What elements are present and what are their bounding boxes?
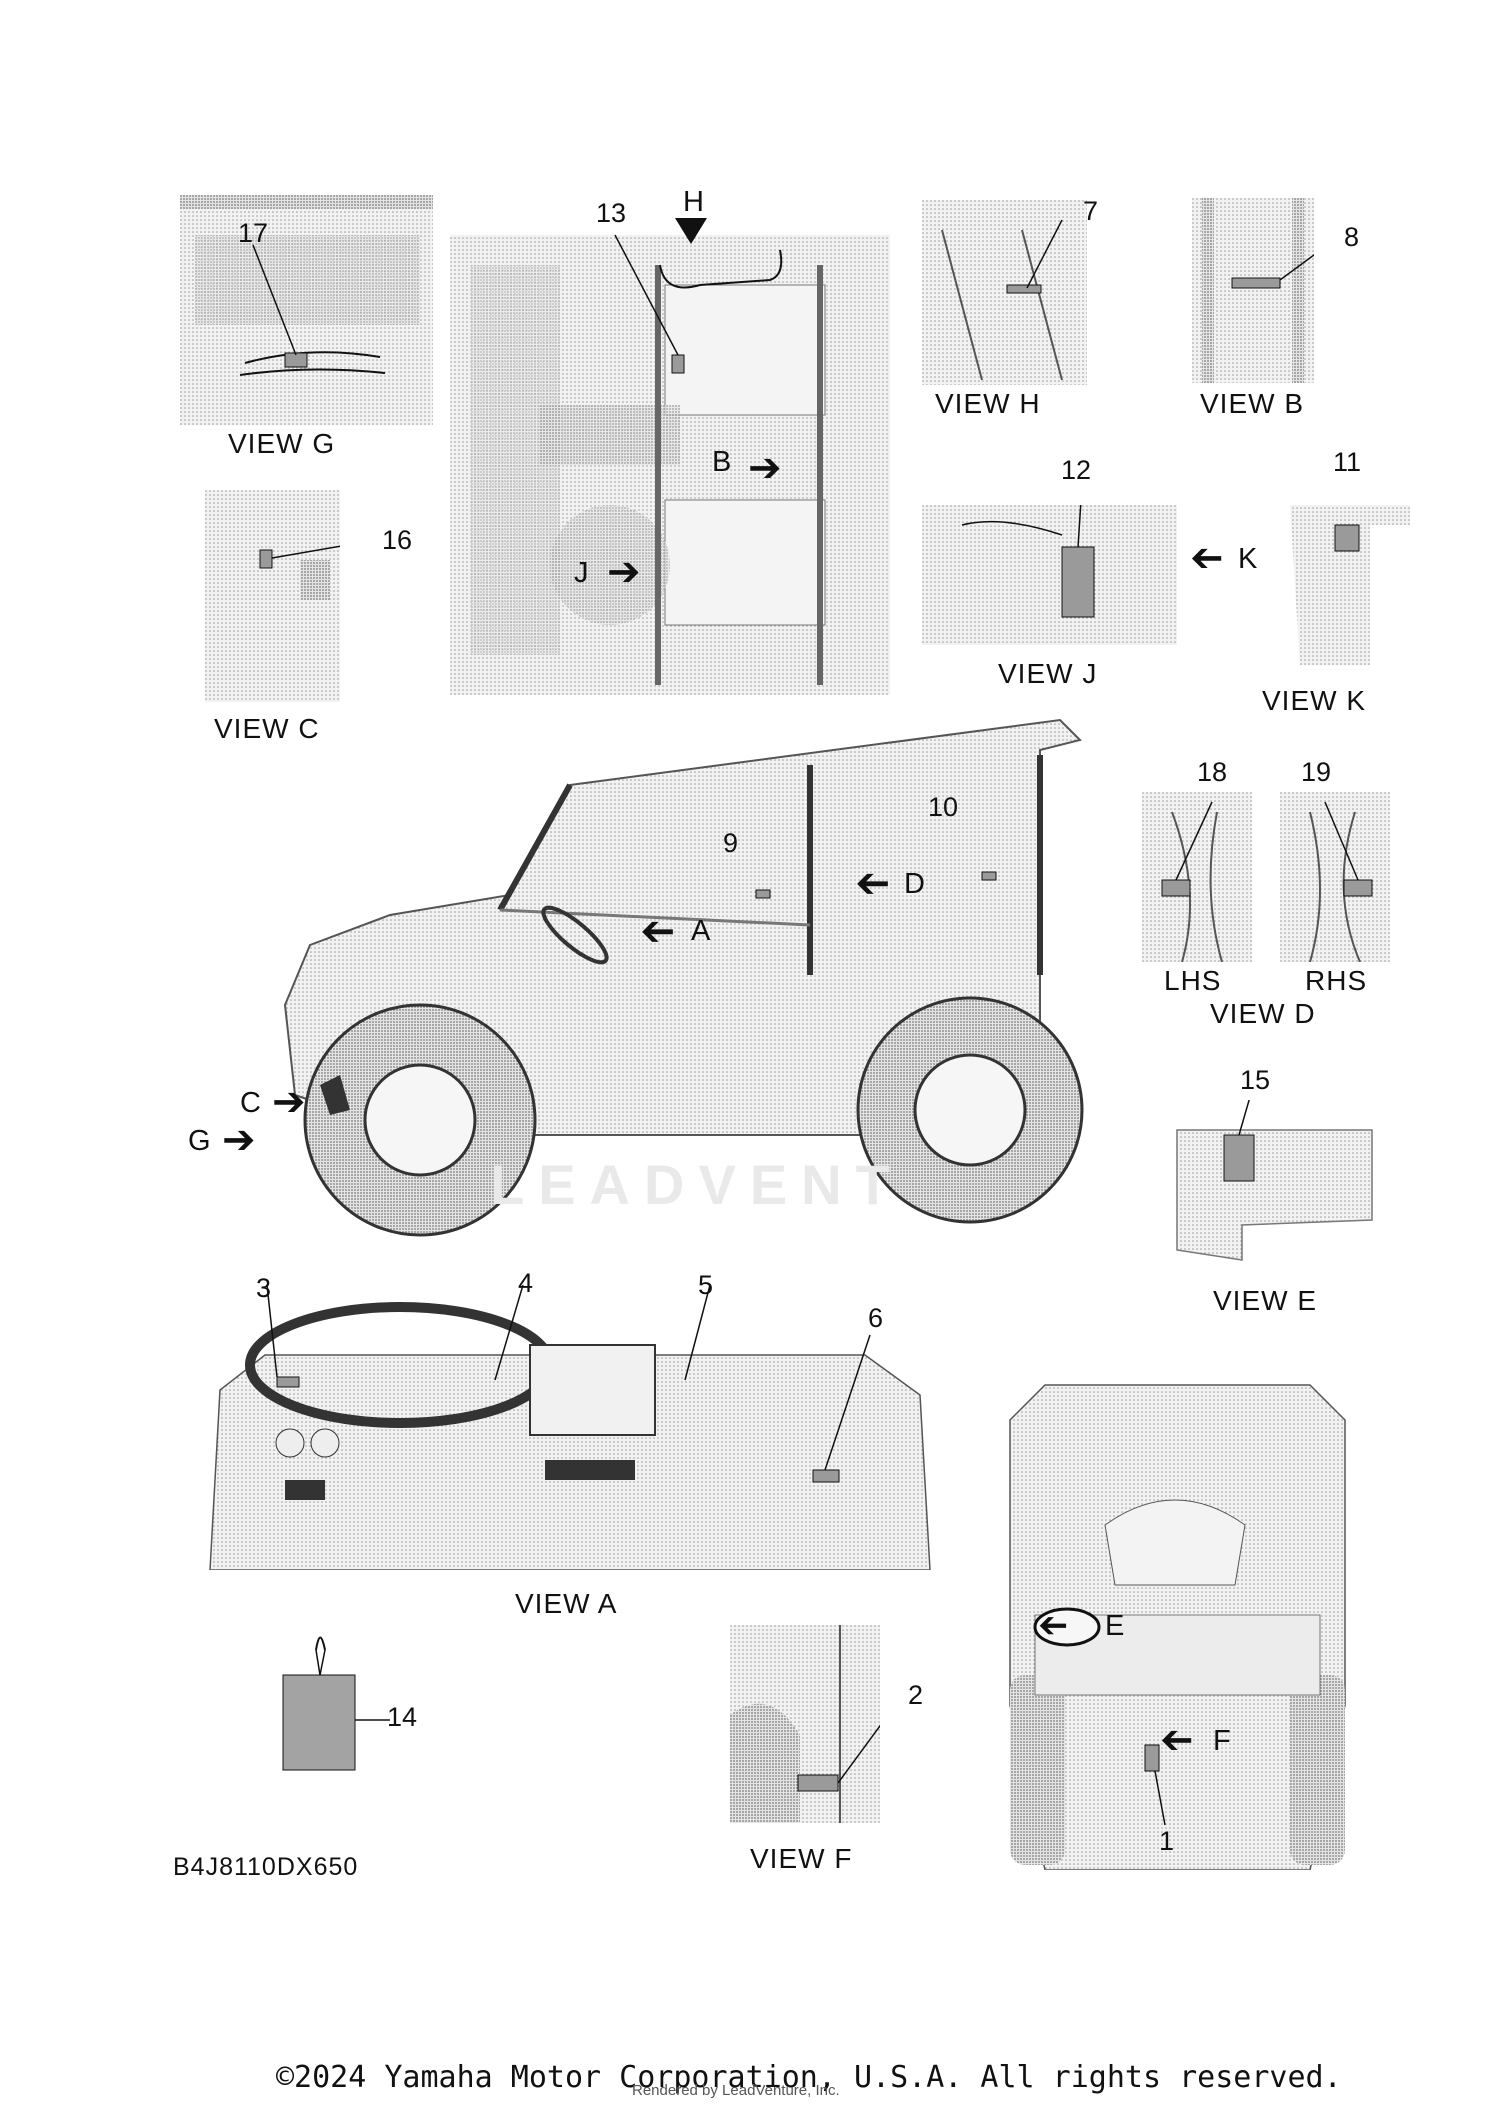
view-k-label: VIEW K (1262, 685, 1367, 716)
callout-12: 12 (1061, 455, 1092, 485)
view-b-illustration (1192, 198, 1314, 383)
callout-13: 13 (596, 198, 627, 228)
callout-8: 8 (1344, 222, 1360, 252)
view-h-panel (922, 200, 1087, 385)
side-view-panel (270, 715, 1130, 1255)
arrow-k-icon: ➔ (1190, 536, 1224, 580)
view-g-label: VIEW G (228, 428, 336, 459)
view-c-label: VIEW C (214, 713, 320, 744)
arrow-f-icon: ➔ (1160, 1718, 1194, 1762)
callout-15: 15 (1240, 1065, 1271, 1095)
vehicle-rear-illustration (1009, 1384, 1346, 1870)
view-d-label: VIEW D (1210, 998, 1316, 1029)
dashboard-illustration (209, 1285, 931, 1570)
callout-17: 17 (238, 218, 269, 248)
view-d-rhs-illustration (1280, 792, 1390, 962)
arrow-g-label: G (188, 1125, 211, 1157)
view-a-panel (205, 1285, 935, 1570)
arrow-g-icon: ➔ (222, 1118, 256, 1162)
view-k-panel (1280, 495, 1410, 665)
view-g-panel (180, 195, 433, 425)
callout-7: 7 (1083, 196, 1099, 226)
view-j-panel (922, 505, 1177, 645)
callout-9: 9 (723, 828, 739, 858)
arrow-a-label: A (691, 915, 711, 947)
callout-2: 2 (908, 1680, 924, 1710)
callout-5: 5 (698, 1270, 714, 1300)
view-k-illustration (1290, 505, 1410, 665)
view-h-illustration (922, 200, 1087, 385)
arrow-c-label: C (240, 1087, 261, 1119)
rendered-by-text: Rendered by LeadVenture, Inc. (632, 2082, 840, 2099)
tag-14-panel (280, 1625, 400, 1775)
watermark: LEADVENT (490, 1153, 904, 1216)
view-j-illustration (922, 505, 1177, 645)
callout-6: 6 (868, 1303, 884, 1333)
view-d-lhs-panel (1142, 792, 1252, 962)
view-d-lhs-illustration (1142, 792, 1252, 962)
view-h-label: VIEW H (935, 388, 1041, 419)
view-b-label: VIEW B (1200, 388, 1305, 419)
arrow-e-label: E (1105, 1610, 1125, 1642)
view-f-illustration (730, 1625, 880, 1823)
underside-illustration (450, 234, 890, 695)
callout-4: 4 (518, 1268, 534, 1298)
view-g-illustration (180, 195, 433, 425)
view-a-label: VIEW A (515, 1588, 618, 1619)
view-f-label: VIEW F (750, 1843, 853, 1874)
view-e-panel (1172, 1100, 1377, 1265)
view-c-illustration (205, 490, 340, 702)
callout-1: 1 (1159, 1826, 1175, 1856)
callout-3: 3 (256, 1273, 272, 1303)
callout-16: 16 (382, 525, 413, 555)
view-d-rhs-label: RHS (1305, 965, 1368, 996)
callout-19: 19 (1301, 757, 1332, 787)
view-d-rhs-panel (1280, 792, 1390, 962)
arrow-b-label: B (712, 446, 732, 478)
callout-10: 10 (928, 792, 959, 822)
callout-11: 11 (1333, 447, 1362, 477)
arrow-h-label: H (683, 186, 704, 218)
arrow-d-icon: ➔ (855, 859, 891, 906)
arrow-j-icon: ➔ (607, 550, 641, 594)
arrow-b-icon: ➔ (748, 446, 782, 490)
view-j-label: VIEW J (998, 658, 1098, 689)
arrow-j-label: J (574, 557, 589, 589)
hang-tag-illustration (282, 1636, 390, 1771)
underside-panel (450, 225, 890, 700)
view-e-illustration (1176, 1100, 1373, 1261)
diagram-code: B4J8110DX650 (173, 1853, 359, 1881)
arrow-h-icon (675, 218, 707, 244)
view-c-panel (205, 490, 340, 702)
callout-14: 14 (387, 1702, 418, 1732)
arrow-f-label: F (1213, 1725, 1231, 1757)
callout-18: 18 (1197, 757, 1228, 787)
view-e-label: VIEW E (1213, 1285, 1318, 1316)
vehicle-side-illustration (283, 718, 1084, 1237)
arrow-d-label: D (904, 868, 925, 900)
copyright-text: ©2024 Yamaha Motor Corporation, U.S.A. A… (276, 2060, 1342, 2095)
view-f-panel (730, 1625, 880, 1823)
arrow-a-icon: ➔ (640, 907, 676, 954)
view-b-panel (1192, 198, 1314, 383)
rear-view-panel (1005, 1375, 1350, 1870)
arrow-c-icon: ➔ (272, 1080, 306, 1124)
arrow-e-icon: ➔ (1038, 1604, 1069, 1645)
arrow-k-label: K (1238, 543, 1258, 575)
view-d-lhs-label: LHS (1164, 965, 1222, 996)
